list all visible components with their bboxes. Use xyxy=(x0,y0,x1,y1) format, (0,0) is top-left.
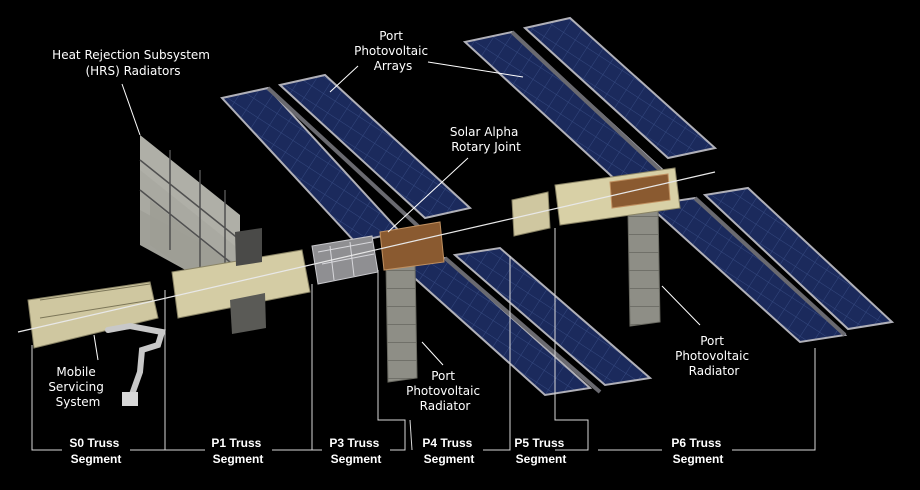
port-photovoltaic-radiator-right-label: Port Photovoltaic Radiator xyxy=(675,334,753,378)
p3-truss-segment-label: P3 Truss Segment xyxy=(329,436,382,466)
p6-truss-segment-label: P6 Truss Segment xyxy=(671,436,724,466)
p1-truss-segment-label: P1 Truss Segment xyxy=(211,436,264,466)
hrs-radiators-label: Heat Rejection Subsystem (HRS) Radiators xyxy=(52,48,214,78)
pv-radiator-left xyxy=(385,261,418,383)
solar-alpha-rotary-joint-label: Solar Alpha Rotary Joint xyxy=(450,125,522,154)
port-photovoltaic-radiator-left-label: Port Photovoltaic Radiator xyxy=(406,369,484,413)
s0-truss-segment-label: S0 Truss Segment xyxy=(69,436,122,466)
solar-array-upper-right xyxy=(462,16,718,184)
solar-array-upper-left xyxy=(220,73,473,244)
mobile-servicing-system xyxy=(105,322,166,406)
p5-truss-segment-label: P5 Truss Segment xyxy=(514,436,567,466)
truss-axis-line xyxy=(17,171,716,333)
mobile-servicing-system-label: Mobile Servicing System xyxy=(48,365,107,409)
segment-brackets xyxy=(31,228,816,451)
truss xyxy=(27,167,681,349)
port-photovoltaic-arrays-label: Port Photovoltaic Arrays xyxy=(354,29,432,73)
solar-array-lower-right xyxy=(645,186,895,344)
callout-leaders xyxy=(93,61,701,366)
pv-radiator-right xyxy=(627,207,661,327)
p4-truss-segment-label: P4 Truss Segment xyxy=(422,436,475,466)
